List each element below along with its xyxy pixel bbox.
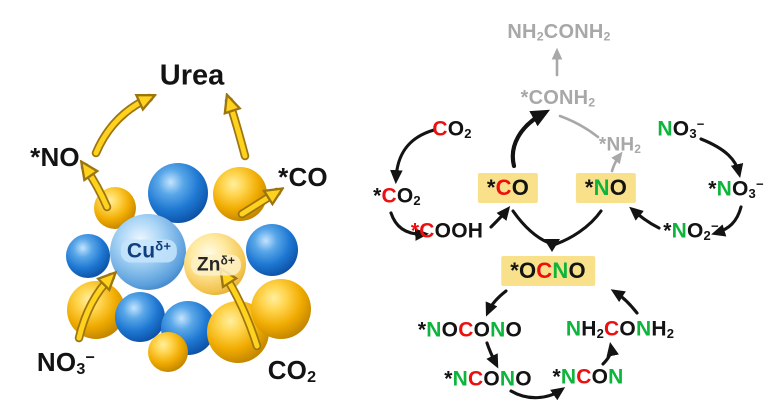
label-cu-site: Cuδ+ [120, 239, 178, 263]
species-star-co-boxed: *CO [477, 173, 539, 203]
species-conh2-gray: *CONH2 [520, 87, 596, 110]
species-star-co-left: *CO [278, 162, 328, 192]
species-star-no-boxed: *NO [575, 173, 637, 203]
sphere-blue [66, 234, 110, 278]
right-mechanism-arrows [389, 109, 744, 401]
species-no3-left: NO3− [36, 347, 96, 379]
species-urea-cycle: NH2CONH2 [565, 317, 675, 342]
species-star-no2: *NO2− [663, 218, 719, 244]
left-pathway-arrows [74, 93, 277, 351]
species-star-ocno-boxed: *OCNO [501, 256, 595, 286]
species-star-no-left: *NO [30, 142, 80, 172]
species-no3-free: NO3− [657, 116, 705, 142]
arrow-cluster-to-star-co [237, 192, 277, 219]
label-urea: Urea [159, 59, 225, 92]
sphere-gold [251, 279, 311, 339]
species-star-ncono: *NCONO [444, 367, 532, 391]
species-co2-left: CO2 [267, 355, 317, 387]
sphere-blue [148, 163, 208, 223]
arrow-star-no-to-urea [91, 93, 149, 158]
species-star-ncon: *NCON [552, 365, 624, 389]
species-star-co2: *CO2 [373, 184, 421, 209]
arrow-cooh-to-star-co [489, 206, 511, 229]
arrow-ocno-to-nocono [485, 289, 508, 317]
ocno-merge-arrowhead [544, 239, 560, 252]
arrow-star-co-to-urea [229, 101, 250, 161]
sphere-blue [115, 292, 165, 342]
species-urea-gray: NH2CONH2 [507, 21, 611, 44]
arrow-star-no2-to-star-no [629, 206, 661, 230]
arrow-star-co-to-conh2 [510, 109, 551, 169]
arrow-urea-to-ocno [610, 289, 639, 315]
arrow-ncon-to-urea [601, 342, 619, 366]
arrow-star-no-to-nh2 [610, 151, 623, 173]
arrow-nh2-join [558, 114, 600, 139]
arrow-co2-to-star-co2 [390, 128, 436, 185]
species-star-cooh: *COOH [410, 219, 484, 243]
species-co2-free: CO2 [432, 117, 472, 142]
gray-release-arrows [551, 47, 623, 173]
arrow-co2-to-cluster [224, 274, 262, 351]
species-nh2-gray: *NH2 [598, 134, 642, 156]
arrow-no3-to-star-no3 [699, 137, 744, 178]
sphere-blue [246, 224, 298, 276]
arrow-star-co-to-ocno [511, 209, 551, 245]
arrow-cluster-to-star-no [85, 167, 112, 212]
arrow-star-co2-to-cooh [389, 211, 430, 241]
species-star-nocono: *NOCONO [417, 318, 523, 342]
sphere-gold [148, 332, 188, 372]
label-zn-site: Znδ+ [190, 254, 242, 276]
arrow-no3-to-cluster [74, 277, 111, 343]
arrow-star-no3-to-star-no2 [711, 205, 743, 237]
arrow-star-no-to-ocno [554, 209, 603, 246]
arrow-ncono-to-ncon [509, 387, 566, 401]
species-star-no3: *NO3− [708, 176, 764, 202]
arrow-nocono-to-ncono [485, 341, 499, 369]
